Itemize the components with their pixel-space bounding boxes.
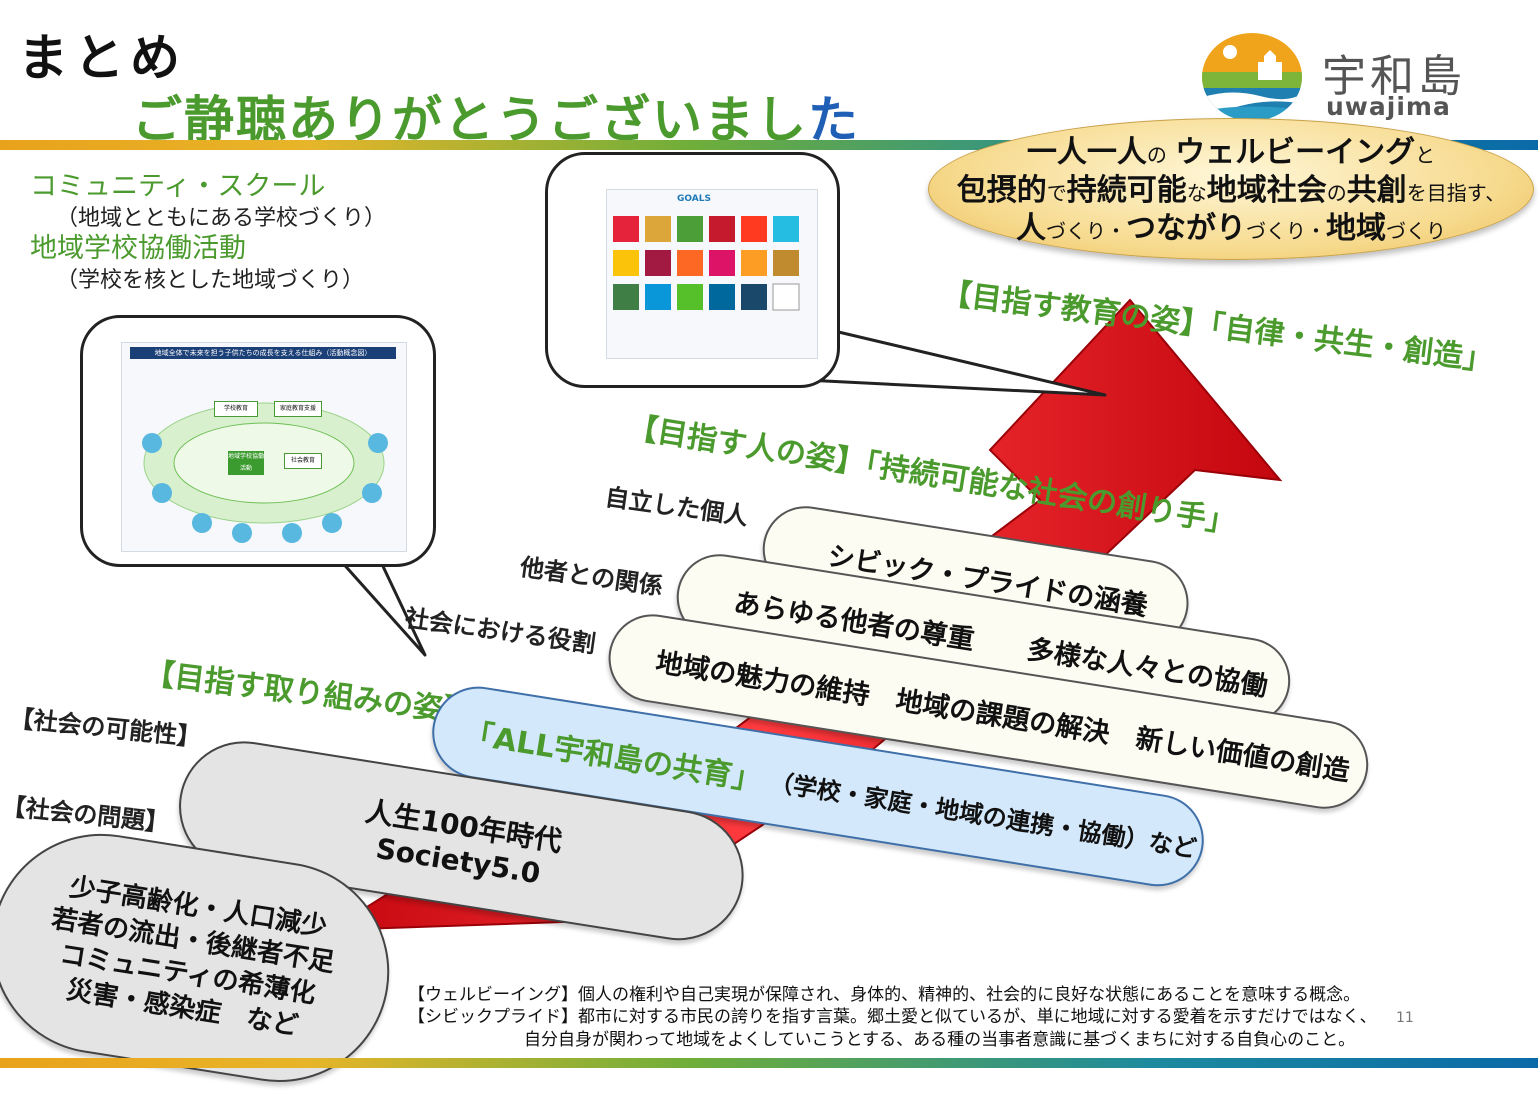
goal-text: 共創 (1346, 173, 1407, 208)
goal-text: つながり (1126, 211, 1246, 246)
goal-text: な (1186, 181, 1207, 205)
logo-text-jp: 宇和島 (1322, 51, 1466, 102)
social-edu-box: 社会教育 (284, 453, 322, 469)
footnote-civic-2: 自分自身が関わって地域をよくしていこうとする、ある種の当事者意識に基づくまちに対… (524, 1030, 1356, 1050)
community-school-label: コミュニティ・スクール (30, 171, 326, 202)
goal-text: づくり・ (1246, 219, 1326, 243)
goal-line-3: 人づくり・つながりづくり・地域づくり (929, 211, 1533, 249)
school-edu-box: 学校教育 (214, 401, 258, 417)
goal-text: の (1146, 143, 1167, 167)
goal-text: で (1046, 181, 1067, 205)
bottom-gradient-bar (0, 1058, 1538, 1068)
footnote-wellbeing: 【ウェルビーイング】個人の権利や自己実現が保障され、身体的、精神的、社会的に良好… (408, 985, 1361, 1005)
diagram-speech-bubble: 地域全体で未来を担う子供たちの成長を支える仕組み（活動概念図） 学校教育 家庭教… (80, 315, 436, 567)
goal-line-1: 一人一人の ウェルビーイングと (929, 135, 1533, 173)
collab-center-box: 地域学校協働活動 (228, 451, 264, 475)
goal-text: 一人一人 (1026, 135, 1147, 170)
goal-text: と (1415, 143, 1436, 167)
thanks-heading: ご静聴ありがとうございました (132, 80, 860, 152)
collab-activity-label: 地域学校協働活動 (30, 233, 246, 264)
goal-text: 地域社会 (1206, 173, 1327, 208)
sdgs-image-title: GOALS (677, 194, 711, 204)
diagram-graphic-icon (142, 402, 388, 543)
collab-diagram-image: 地域全体で未来を担う子供たちの成長を支える仕組み（活動概念図） 学校教育 家庭教… (121, 342, 407, 552)
goal-text: を目指す、 (1406, 181, 1506, 205)
sdgs-image: GOALS (606, 189, 818, 359)
sdgs-bubble-tail (803, 328, 1107, 397)
goal-text: 地域 (1326, 211, 1386, 246)
goal-text: づくり (1386, 219, 1446, 243)
diagram-image-title: 地域全体で未来を担う子供たちの成長を支える仕組み（活動概念図） (130, 347, 396, 359)
logo-text-en: uwajima (1326, 92, 1451, 121)
top-gradient-bar (0, 140, 1538, 150)
goal-text: づくり・ (1046, 219, 1126, 243)
goal-line-2: 包摂的で持続可能な地域社会の共創を目指す、 (929, 173, 1533, 211)
thanks-last-char: た (808, 91, 860, 149)
home-edu-box: 家庭教育支援 (274, 401, 322, 417)
goal-text: ウェルビーイング (1175, 135, 1416, 170)
sdgs-grid-icon (613, 216, 800, 311)
footnote-civic-1: 【シビックプライド】都市に対する市民の誇りを指す言葉。郷土愛と似ているが、単に地… (408, 1007, 1377, 1027)
wellbeing-goal-ellipse: 一人一人の ウェルビーイングと 包摂的で持続可能な地域社会の共創を目指す、 人づ… (928, 118, 1534, 260)
thanks-text: ご静聴ありがとうございまし (132, 91, 808, 149)
sdgs-speech-bubble: GOALS (545, 152, 840, 388)
goal-text: 包摂的 (956, 173, 1047, 208)
page-number: 11 (1396, 1010, 1414, 1026)
community-school-sub: （地域とともにある学校づくり） (56, 206, 387, 231)
uwajima-logo-icon (1202, 33, 1302, 121)
goal-text: の (1326, 181, 1347, 205)
page-title: まとめ (18, 29, 186, 87)
goal-text: 持続可能 (1066, 173, 1187, 208)
goal-text: 人 (1016, 211, 1046, 246)
collab-activity-sub: （学校を核とした地域づくり） (56, 268, 365, 293)
